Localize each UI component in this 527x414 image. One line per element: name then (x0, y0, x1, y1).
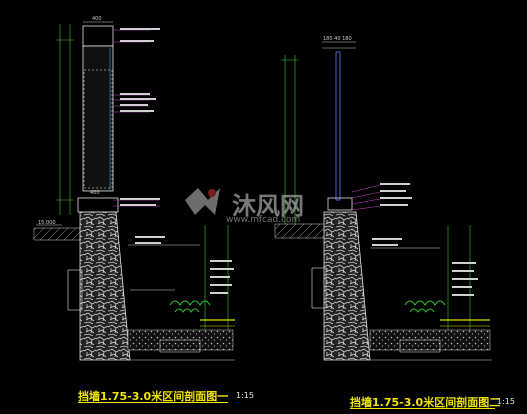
title-underline-two (350, 408, 495, 409)
drawing-title-two: 挡墙1.75-3.0米区间剖面图二 (350, 396, 501, 409)
elevation-label: 15.000 (38, 220, 56, 226)
watermark-logo (185, 188, 220, 215)
watermark-url: www.mfcad.com (226, 215, 301, 225)
dim-base-width: 400 (90, 190, 100, 196)
section-one: 400 360 400 15.000 (33, 16, 235, 361)
drawing-scale-one: 1:15 (236, 391, 254, 400)
dim-top-width-two: 180 40 180 (323, 36, 352, 42)
title-underline-one (78, 402, 228, 403)
drawing-title-one: 挡墙1.75-3.0米区间剖面图一 (78, 390, 229, 403)
watermark-brand: 沐风网 (232, 192, 304, 220)
section-two: 180 40 180 (274, 36, 492, 361)
dim-top-width: 400 (92, 16, 102, 22)
drawing-scale-two: 1:15 (497, 397, 515, 406)
